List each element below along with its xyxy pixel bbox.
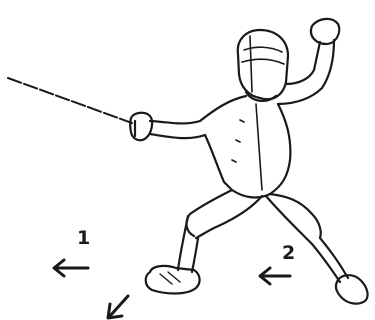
sword-arm-upper (150, 121, 205, 138)
step-label-1: 1 (77, 229, 90, 248)
jacket (200, 96, 290, 197)
mask-mesh (242, 36, 284, 92)
front-shoe-laces (160, 272, 180, 284)
arrow-left-icon-2 (260, 268, 290, 284)
back-hand (311, 19, 339, 44)
arrow-down-left-icon (108, 296, 128, 318)
sword-hand (130, 113, 152, 140)
arrow-left-icon-1 (54, 260, 88, 276)
back-foot (336, 275, 368, 303)
front-foot (146, 266, 200, 294)
step-label-2: 2 (282, 244, 295, 263)
back-thigh (266, 194, 321, 244)
jacket-buttons (232, 120, 244, 162)
foil-blade (8, 78, 132, 123)
fencing-mask (238, 30, 288, 99)
front-shin (178, 216, 198, 272)
jacket-seam (256, 104, 262, 190)
